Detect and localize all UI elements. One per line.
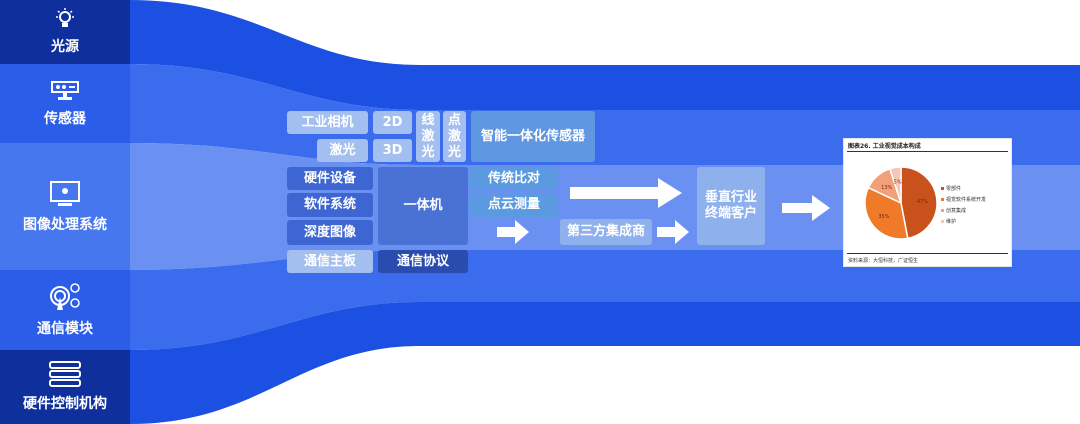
chart-source: 资料来源：大恒科技，广证恒生 — [848, 258, 919, 264]
legend-item: 视觉软件系统开发 — [941, 196, 986, 203]
slice-label: 13% — [881, 185, 892, 191]
sidebar-item-communication: 通信模块 — [0, 270, 130, 350]
sidebar-label: 通信模块 — [37, 321, 93, 337]
slice-label: 47% — [917, 199, 928, 205]
sensor-camera-icon — [51, 80, 79, 100]
all-in-one-box: 一体机 — [378, 167, 468, 245]
monitor-gear-icon — [50, 180, 80, 206]
lightbulb-icon — [56, 8, 74, 27]
legend-label: 创意集成 — [946, 208, 967, 214]
line-laser-box: 线 激 光 — [416, 111, 440, 162]
legend-item: 创意集成 — [941, 207, 966, 214]
legend-swatch — [941, 209, 944, 212]
vertical-industry-customer-box: 垂直行业 终端客户 — [697, 167, 765, 245]
legend-label: 零部件 — [946, 186, 962, 192]
server-rack-icon — [49, 361, 81, 387]
arrow-right-icon — [497, 220, 529, 244]
sidebar-item-sensor: 传感器 — [0, 64, 130, 143]
pie-slice — [864, 186, 909, 240]
smart-sensor-box: 智能一体化传感器 — [471, 111, 595, 162]
traditional-compare-box: 传统比对 — [470, 167, 558, 190]
sidebar-label: 硬件控制机构 — [23, 396, 107, 412]
sidebar-item-image-processing: 图像处理系统 — [0, 143, 130, 270]
third-party-integrator-box: 第三方集成商 — [560, 219, 652, 245]
antenna-signal-icon — [50, 283, 80, 310]
arrow-right-icon — [570, 178, 682, 208]
point-laser-box: 点 激 光 — [443, 111, 466, 162]
cost-pie-chart: 图表26. 工业视觉成本构成 47% 35% 13%5% 零部件视觉软件系统开发创意… — [843, 138, 1012, 267]
sidebar-label: 光源 — [51, 39, 79, 55]
legend-swatch — [941, 220, 944, 223]
pie: 47% 35% 13%5% — [864, 166, 938, 240]
depth-image-box: 深度图像 — [287, 220, 373, 245]
software-system-box: 软件系统 — [287, 193, 373, 217]
legend-item: 维护 — [941, 218, 956, 225]
hardware-device-box: 硬件设备 — [287, 167, 373, 190]
legend-label: 维护 — [946, 219, 957, 225]
laser-box: 激光 — [317, 139, 368, 162]
industrial-camera-box: 工业相机 — [287, 111, 368, 134]
pie-slice — [888, 166, 902, 204]
comm-protocol-box: 通信协议 — [378, 250, 468, 273]
legend-item: 零部件 — [941, 185, 961, 192]
point-cloud-box: 点云测量 — [470, 193, 558, 217]
sidebar-label: 传感器 — [44, 110, 86, 127]
sidebar-item-hardware-control: 硬件控制机构 — [0, 350, 130, 424]
legend-label: 视觉软件系统开发 — [946, 197, 987, 203]
sidebar-item-light-source: 光源 — [0, 0, 130, 64]
arrow-right-icon — [657, 220, 689, 244]
legend-swatch — [941, 198, 944, 201]
pie-slice — [900, 166, 938, 240]
arrow-right-icon — [782, 195, 830, 221]
slice-label: 5% — [894, 180, 902, 186]
comm-board-box: 通信主板 — [287, 250, 373, 273]
slice-label: 35% — [878, 214, 889, 220]
chart-title: 图表26. 工业视觉成本构成 — [848, 143, 921, 150]
3d-box: 3D — [373, 139, 412, 162]
sidebar-label: 图像处理系统 — [23, 216, 107, 233]
legend-swatch — [941, 187, 944, 190]
2d-box: 2D — [373, 111, 412, 134]
